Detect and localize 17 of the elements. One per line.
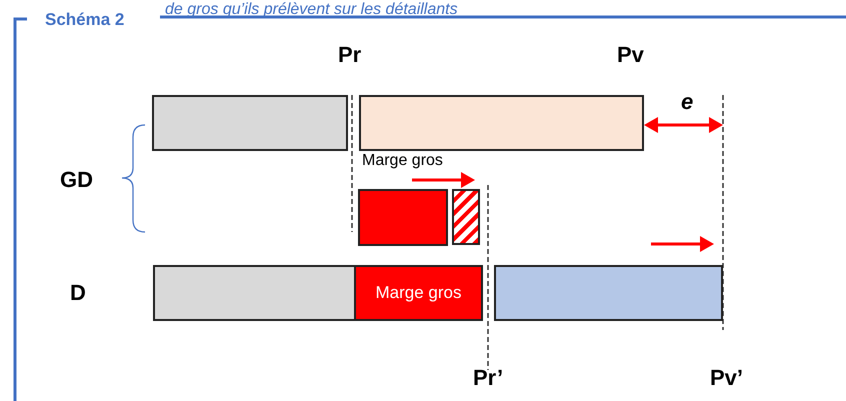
price-bar [153,265,356,321]
margin-bar [354,265,483,321]
hatched-bar [452,189,480,245]
bar-label: Marge gros [376,282,462,304]
price-bar [359,95,644,151]
gap-label: e [681,88,694,116]
margin-label: Marge gros [362,151,443,171]
row-label: GD [60,166,93,194]
price-bar [152,95,348,151]
margin-bar [358,189,448,246]
price-label: Pr’ [473,364,504,392]
price-bar [494,265,723,321]
row-label: D [70,279,86,306]
price-label: Pr [338,41,362,68]
diagram-title: Schéma 2 [45,9,124,31]
price-label: Pv [617,41,644,68]
price-label: Pv’ [710,364,744,392]
